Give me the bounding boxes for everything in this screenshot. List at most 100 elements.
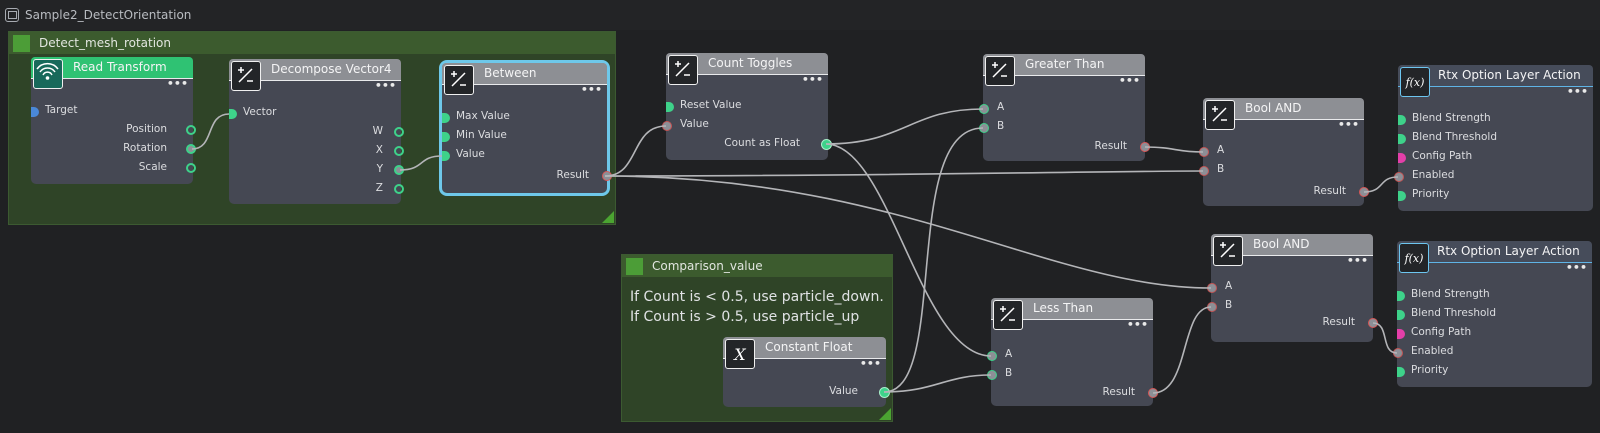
node-header[interactable]: Count Toggles <box>666 53 828 75</box>
output-pin-position[interactable] <box>186 125 196 135</box>
node-menu-icon[interactable]: ••• <box>1566 85 1588 98</box>
node-menu-icon[interactable]: ••• <box>1337 118 1359 131</box>
node-title: Bool AND <box>1245 101 1302 115</box>
backdrop-header[interactable]: Detect_mesh_rotation <box>9 32 615 54</box>
node-bool-and[interactable]: Bool AND ••• A B Result <box>1207 234 1378 342</box>
output-pin-result[interactable] <box>1148 388 1158 398</box>
node-header[interactable]: Rtx Option Layer Action <box>1398 65 1593 87</box>
node-constant-float[interactable]: Constant Float X ••• Value <box>723 337 890 407</box>
input-pin-blend-threshold[interactable] <box>1398 134 1406 144</box>
resize-handle[interactable] <box>879 408 891 420</box>
node-decompose-vector4[interactable]: Decompose Vector4 ••• Vector W X Y Z <box>229 59 404 204</box>
input-pin-blend-threshold[interactable] <box>1397 310 1405 320</box>
node-header[interactable]: Decompose Vector4 <box>229 59 401 81</box>
output-pin-result[interactable] <box>1359 187 1369 197</box>
node-count-toggles[interactable]: Count Toggles ••• Reset Value Value Coun… <box>662 53 832 160</box>
input-pin-b[interactable] <box>1207 302 1217 312</box>
resize-handle[interactable] <box>602 211 614 223</box>
node-menu-icon[interactable]: ••• <box>1126 318 1148 331</box>
output-pin-result[interactable] <box>1140 142 1150 152</box>
port-label: Blend Threshold <box>1412 131 1497 143</box>
backdrop-color-swatch[interactable] <box>13 35 30 52</box>
output-pin-rotation[interactable] <box>186 144 196 154</box>
output-pin-result[interactable] <box>602 171 612 181</box>
wire-constant-to-less-b <box>883 374 992 393</box>
input-pin-b[interactable] <box>1199 166 1209 176</box>
port-label: W <box>372 125 383 137</box>
output-pin-w[interactable] <box>394 127 404 137</box>
output-pin-result[interactable] <box>1368 318 1378 328</box>
input-pin-enabled[interactable] <box>1393 348 1403 358</box>
graph-tab-title[interactable]: Sample2_DetectOrientation <box>25 8 192 22</box>
node-header[interactable]: Rtx Option Layer Action <box>1397 241 1592 263</box>
node-between[interactable]: Between ••• Max Value Min Value Value Re… <box>439 60 612 196</box>
backdrop-header[interactable]: Comparison_value <box>622 255 892 277</box>
input-pin-value[interactable] <box>662 121 672 131</box>
port-label: Config Path <box>1411 326 1472 338</box>
node-menu-icon[interactable]: ••• <box>1118 74 1140 87</box>
node-header[interactable]: Bool AND <box>1203 98 1364 120</box>
port-label: B <box>1005 367 1013 379</box>
input-pin-priority[interactable] <box>1397 367 1405 377</box>
output-pin-y[interactable] <box>394 165 404 175</box>
node-menu-icon[interactable]: ••• <box>1346 254 1368 267</box>
output-pin-count-as-float[interactable] <box>821 139 832 150</box>
port-label: Reset Value <box>680 99 742 111</box>
node-title: Read Transform <box>73 60 167 74</box>
node-read-transform[interactable]: Read Transform ••• Target Position Rotat… <box>31 57 196 184</box>
math-operator-icon <box>668 55 698 85</box>
input-pin-b[interactable] <box>987 370 997 380</box>
output-pin-value[interactable] <box>879 387 890 398</box>
node-rtx-option-layer-action[interactable]: Rtx Option Layer Action f(x) ••• Blend S… <box>1393 241 1592 387</box>
node-menu-icon[interactable]: ••• <box>580 83 602 96</box>
node-less-than[interactable]: Less Than ••• A B Result <box>987 298 1158 406</box>
input-pin-min-value[interactable] <box>442 132 450 142</box>
input-pin-config-path[interactable] <box>1398 153 1406 163</box>
node-menu-icon[interactable]: ••• <box>374 79 396 92</box>
input-pin-a[interactable] <box>987 351 997 361</box>
node-header[interactable]: Less Than <box>991 298 1153 320</box>
input-pin-a[interactable] <box>1199 147 1209 157</box>
backdrop-color-swatch[interactable] <box>626 258 643 275</box>
port-label: A <box>1005 348 1013 360</box>
input-pin-reset-value[interactable] <box>666 102 674 112</box>
port-label: Config Path <box>1412 150 1473 162</box>
output-pin-z[interactable] <box>394 184 404 194</box>
port-label: Vector <box>243 106 277 118</box>
function-icon: f(x) <box>1399 243 1429 273</box>
node-header[interactable]: Between <box>442 63 607 85</box>
port-label: Priority <box>1412 188 1450 200</box>
port-label: Y <box>376 163 383 175</box>
node-menu-icon[interactable]: ••• <box>859 357 881 370</box>
node-header[interactable]: Bool AND <box>1211 234 1373 256</box>
input-pin-b[interactable] <box>979 123 989 133</box>
node-menu-icon[interactable]: ••• <box>166 77 188 90</box>
node-header[interactable]: Greater Than <box>983 54 1145 76</box>
output-pin-x[interactable] <box>394 146 404 156</box>
node-bool-and[interactable]: Bool AND ••• A B Result <box>1199 98 1369 206</box>
node-rtx-option-layer-action[interactable]: Rtx Option Layer Action f(x) ••• Blend S… <box>1394 65 1593 211</box>
port-label: A <box>1217 144 1225 156</box>
node-greater-than[interactable]: Greater Than ••• A B Result <box>979 54 1150 161</box>
input-pin-enabled[interactable] <box>1394 172 1404 182</box>
input-pin-config-path[interactable] <box>1397 329 1405 339</box>
input-pin-target[interactable] <box>31 107 39 117</box>
port-label: Z <box>375 182 383 194</box>
port-label: Blend Strength <box>1412 112 1491 124</box>
input-pin-vector[interactable] <box>229 109 237 119</box>
output-pin-scale[interactable] <box>186 163 196 173</box>
input-pin-a[interactable] <box>1207 283 1217 293</box>
input-pin-a[interactable] <box>979 104 989 114</box>
input-pin-max-value[interactable] <box>442 113 450 123</box>
input-pin-value[interactable] <box>442 151 450 161</box>
input-pin-priority[interactable] <box>1398 191 1406 201</box>
wire-between-to-bool-and-1-b <box>604 170 1204 177</box>
node-header[interactable]: Read Transform <box>31 57 193 79</box>
port-label: Value <box>456 148 485 160</box>
input-pin-blend-strength[interactable] <box>1397 291 1405 301</box>
node-menu-icon[interactable]: ••• <box>801 73 823 86</box>
node-menu-icon[interactable]: ••• <box>1565 261 1587 274</box>
wire-constant-to-greater-b <box>883 127 984 393</box>
input-pin-blend-strength[interactable] <box>1398 115 1406 125</box>
